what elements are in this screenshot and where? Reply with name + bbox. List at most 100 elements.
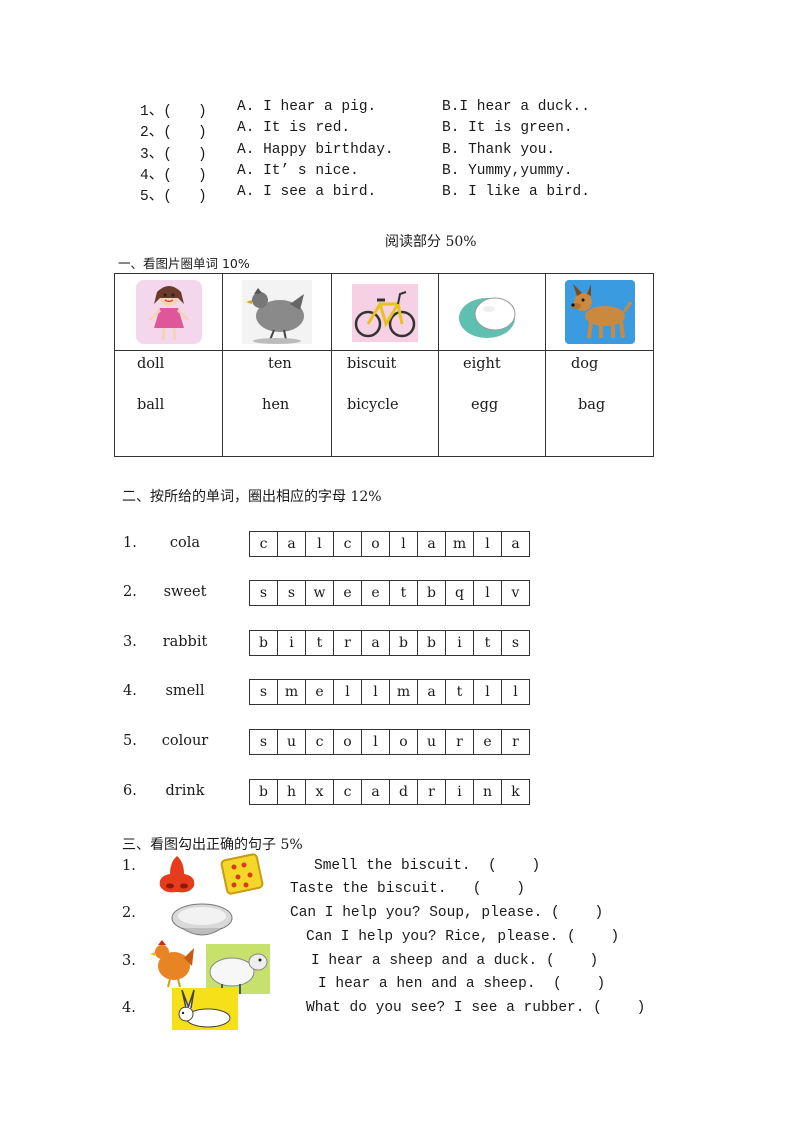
- sentence-option[interactable]: Taste the biscuit. ( ): [290, 881, 525, 897]
- letter-cell[interactable]: s: [511, 635, 520, 651]
- letter-cell[interactable]: i: [446, 780, 474, 804]
- listening-option-b: B.I hear a duck..: [442, 99, 590, 115]
- letter-cell[interactable]: d: [390, 780, 418, 804]
- rabbit-icon: [172, 988, 238, 1030]
- letter-cell[interactable]: o: [362, 532, 390, 556]
- letter-cell[interactable]: b: [250, 780, 278, 804]
- letter-cell[interactable]: b: [250, 631, 278, 655]
- picture-word-table: doll ball ten hen biscuit bicycle: [114, 273, 654, 457]
- sentence-option[interactable]: Can I help you? Soup, please. ( ): [290, 905, 604, 921]
- letter-cell[interactable]: u: [278, 730, 306, 754]
- listening-option-b: B. I like a bird.: [442, 184, 590, 200]
- letter-cell[interactable]: r: [446, 730, 474, 754]
- letter-cell[interactable]: l: [362, 730, 390, 754]
- word-option[interactable]: egg: [471, 397, 499, 413]
- letter-cell[interactable]: t: [390, 581, 418, 605]
- letter-cell[interactable]: o: [390, 730, 418, 754]
- letter-cell[interactable]: c: [250, 532, 278, 556]
- biscuit-icon: [220, 853, 264, 895]
- word-option[interactable]: ten: [268, 356, 292, 372]
- letter-cell[interactable]: r: [418, 780, 446, 804]
- word-option[interactable]: eight: [463, 356, 501, 372]
- hen-icon: [150, 940, 194, 988]
- sentence-option[interactable]: What do you see? I see a rubber. ( ): [306, 1000, 646, 1016]
- target-word: smell: [165, 683, 205, 699]
- letter-cell[interactable]: t: [446, 680, 474, 704]
- letter-cell[interactable]: e: [474, 730, 502, 754]
- letter-cell[interactable]: l: [474, 532, 502, 556]
- letter-cell[interactable]: l: [306, 532, 334, 556]
- letter-cell[interactable]: e: [334, 581, 362, 605]
- letter-cell[interactable]: s: [250, 730, 278, 754]
- letter-cell[interactable]: q: [446, 581, 474, 605]
- word-option[interactable]: hen: [262, 397, 290, 413]
- letter-cell[interactable]: b: [390, 631, 418, 655]
- letter-cell[interactable]: n: [474, 780, 502, 804]
- target-word: cola: [169, 535, 201, 551]
- row-number: 6.: [123, 783, 137, 799]
- letter-cell[interactable]: t: [474, 631, 502, 655]
- word-option[interactable]: doll: [137, 356, 165, 372]
- letter-cell[interactable]: c: [334, 532, 362, 556]
- listening-num: 2、( ): [140, 125, 207, 141]
- picture-cell: dog bag: [546, 274, 653, 456]
- letter-cell[interactable]: m: [446, 532, 474, 556]
- rice-bowl-icon: [171, 903, 233, 936]
- letter-cell[interactable]: c: [306, 730, 334, 754]
- listening-option-b: B. Thank you.: [442, 142, 556, 158]
- sentence-option[interactable]: I hear a hen and a sheep. ( ): [318, 976, 606, 992]
- letter-cell[interactable]: b: [418, 581, 446, 605]
- row-number: 4.: [123, 683, 137, 699]
- letter-cell[interactable]: l: [474, 581, 502, 605]
- word-option[interactable]: biscuit: [347, 356, 397, 372]
- letter-cell[interactable]: h: [278, 780, 306, 804]
- letter-cell[interactable]: a: [511, 536, 520, 552]
- target-word: drink: [165, 783, 205, 799]
- word-option[interactable]: dog: [571, 356, 599, 372]
- sheep-icon: [206, 944, 270, 994]
- dog-icon: [564, 280, 635, 344]
- word-option[interactable]: bicycle: [347, 397, 399, 413]
- letter-cell[interactable]: l: [513, 684, 518, 700]
- letter-cell[interactable]: v: [511, 585, 520, 601]
- word-option[interactable]: ball: [137, 397, 165, 413]
- letter-cell[interactable]: e: [306, 680, 334, 704]
- letter-cell[interactable]: a: [362, 631, 390, 655]
- letter-cell[interactable]: k: [511, 784, 520, 800]
- letter-cell[interactable]: a: [362, 780, 390, 804]
- letter-cell[interactable]: i: [278, 631, 306, 655]
- sentence-option[interactable]: Smell the biscuit. ( ): [314, 858, 541, 874]
- row-number: 1.: [123, 535, 137, 551]
- letter-cell[interactable]: a: [418, 680, 446, 704]
- letter-cell[interactable]: m: [278, 680, 306, 704]
- reading-title: 阅读部分 50%: [385, 234, 477, 250]
- picture-cell: ten hen: [223, 274, 332, 456]
- egg-icon: [459, 297, 516, 338]
- sentence-option[interactable]: I hear a sheep and a duck. ( ): [311, 953, 599, 969]
- letter-cell[interactable]: t: [306, 631, 334, 655]
- letter-cell[interactable]: x: [306, 780, 334, 804]
- letter-cell[interactable]: a: [278, 532, 306, 556]
- letter-cell[interactable]: a: [418, 532, 446, 556]
- letter-cell[interactable]: l: [362, 680, 390, 704]
- letter-cell[interactable]: l: [390, 532, 418, 556]
- letter-cell[interactable]: r: [512, 734, 519, 750]
- letter-cell[interactable]: e: [362, 581, 390, 605]
- letter-cell[interactable]: c: [334, 780, 362, 804]
- letter-cell[interactable]: l: [474, 680, 502, 704]
- section2-title: 二、按所给的单词，圈出相应的字母 12%: [122, 489, 382, 505]
- letter-cell[interactable]: s: [250, 680, 278, 704]
- letter-cell[interactable]: r: [334, 631, 362, 655]
- word-option[interactable]: bag: [578, 397, 606, 413]
- letter-cell[interactable]: l: [334, 680, 362, 704]
- letter-cell[interactable]: i: [446, 631, 474, 655]
- letter-cell[interactable]: s: [250, 581, 278, 605]
- listening-option-a: A. It is red.: [237, 120, 351, 136]
- sentence-option[interactable]: Can I help you? Rice, please. ( ): [306, 929, 620, 945]
- letter-cell[interactable]: b: [418, 631, 446, 655]
- letter-cell[interactable]: m: [390, 680, 418, 704]
- letter-cell[interactable]: u: [418, 730, 446, 754]
- letter-cell[interactable]: w: [306, 581, 334, 605]
- letter-cell[interactable]: o: [334, 730, 362, 754]
- letter-cell[interactable]: s: [278, 581, 306, 605]
